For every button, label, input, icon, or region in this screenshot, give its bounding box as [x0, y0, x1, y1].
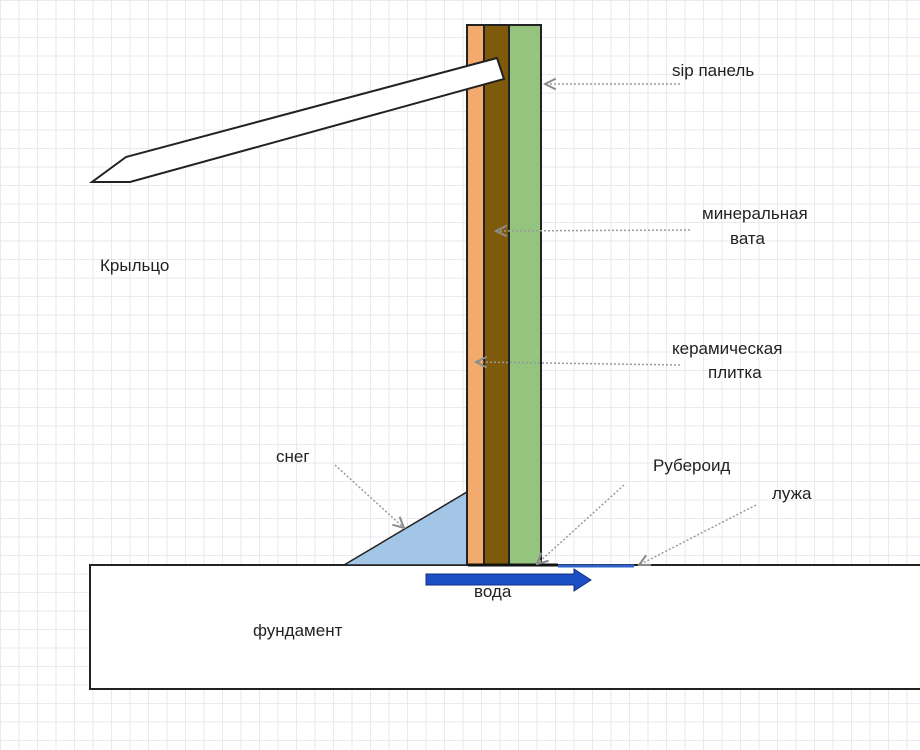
snow-label: снег	[276, 447, 310, 466]
water-label: вода	[474, 582, 512, 601]
mineral-wool-label-line1: минеральная	[702, 204, 808, 223]
water-flow-arrow	[425, 568, 592, 592]
puddle-leader	[639, 504, 757, 565]
ruberoid-label: Рубероид	[653, 456, 730, 475]
porch-label: Крыльцо	[100, 256, 169, 275]
ceramic-tile-label-line2: плитка	[708, 363, 762, 382]
foundation-block	[89, 564, 920, 690]
sip-panel-label: sip панель	[672, 61, 754, 80]
snow-drift	[341, 490, 468, 566]
foundation-label: фундамент	[253, 621, 343, 640]
mineral-wool-label-line2: вата	[730, 229, 766, 248]
mineral-wool-leader	[496, 230, 691, 231]
mineral-wool-layer	[483, 24, 510, 566]
ceramic-tile-label-line1: керамическая	[672, 339, 782, 358]
snow-leader	[334, 464, 404, 528]
ceramic-tile-layer	[466, 24, 485, 566]
puddle-label: лужа	[772, 484, 812, 503]
ruberoid-leader	[537, 484, 625, 564]
porch-canopy	[88, 56, 506, 183]
sip-panel-layer	[508, 24, 542, 566]
